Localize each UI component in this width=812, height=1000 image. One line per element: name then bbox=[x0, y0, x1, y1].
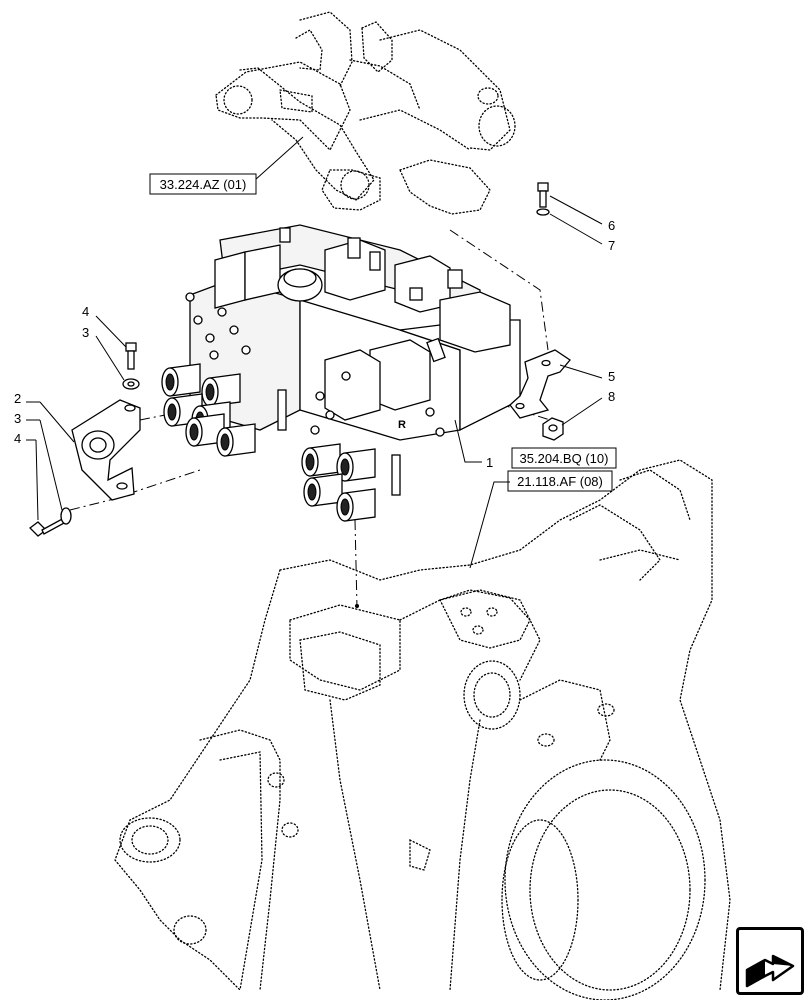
ref3-leader bbox=[469, 481, 510, 569]
upper-linkage-assembly bbox=[215, 11, 516, 215]
control-valve-assembly: R bbox=[161, 224, 521, 522]
ref-box-3[interactable] bbox=[507, 470, 613, 492]
block-bolts bbox=[185, 292, 445, 437]
callout-7: 7 bbox=[608, 238, 615, 253]
washer-7 bbox=[536, 208, 550, 216]
transmission-housing bbox=[114, 459, 731, 1000]
bolt-4-lower bbox=[29, 517, 67, 537]
coupler-group-left bbox=[161, 363, 256, 457]
nut-8 bbox=[542, 417, 564, 441]
callout-4-lower: 4 bbox=[14, 431, 21, 446]
bracket-2 bbox=[71, 399, 141, 501]
callout-8: 8 bbox=[608, 389, 615, 404]
next-page-arrow-icon[interactable] bbox=[736, 927, 804, 995]
ref1-leader bbox=[254, 136, 304, 181]
bolt-4-upper bbox=[125, 342, 137, 370]
washer-3-lower bbox=[60, 507, 72, 525]
ref-box-3-label: 21.118.AF (08) bbox=[517, 474, 603, 489]
alignment-line-bolt bbox=[69, 469, 201, 511]
ref-box-1[interactable] bbox=[149, 173, 257, 195]
svg-text:R: R bbox=[398, 419, 406, 431]
alignment-line-top bbox=[449, 229, 549, 351]
bracket-5 bbox=[509, 349, 571, 419]
ref-box-1-label: 33.224.AZ (01) bbox=[160, 177, 247, 192]
callout-2: 2 bbox=[14, 391, 21, 406]
callout-4-upper: 4 bbox=[82, 304, 89, 319]
callout-5: 5 bbox=[608, 369, 615, 384]
coupler-group-bottom bbox=[301, 443, 376, 522]
arrow-icon-graphic bbox=[745, 954, 795, 988]
ref-box-2[interactable] bbox=[511, 447, 617, 469]
alignment-line-bottom bbox=[354, 519, 358, 609]
callout-3-lower: 3 bbox=[14, 411, 21, 426]
callout-3-upper: 3 bbox=[82, 325, 89, 340]
callout-1: 1 bbox=[486, 455, 493, 470]
bolt-6 bbox=[537, 182, 549, 208]
ref-box-2-label: 35.204.BQ (10) bbox=[520, 451, 609, 466]
callout-6: 6 bbox=[608, 218, 615, 233]
callout-1-leader bbox=[454, 419, 482, 463]
